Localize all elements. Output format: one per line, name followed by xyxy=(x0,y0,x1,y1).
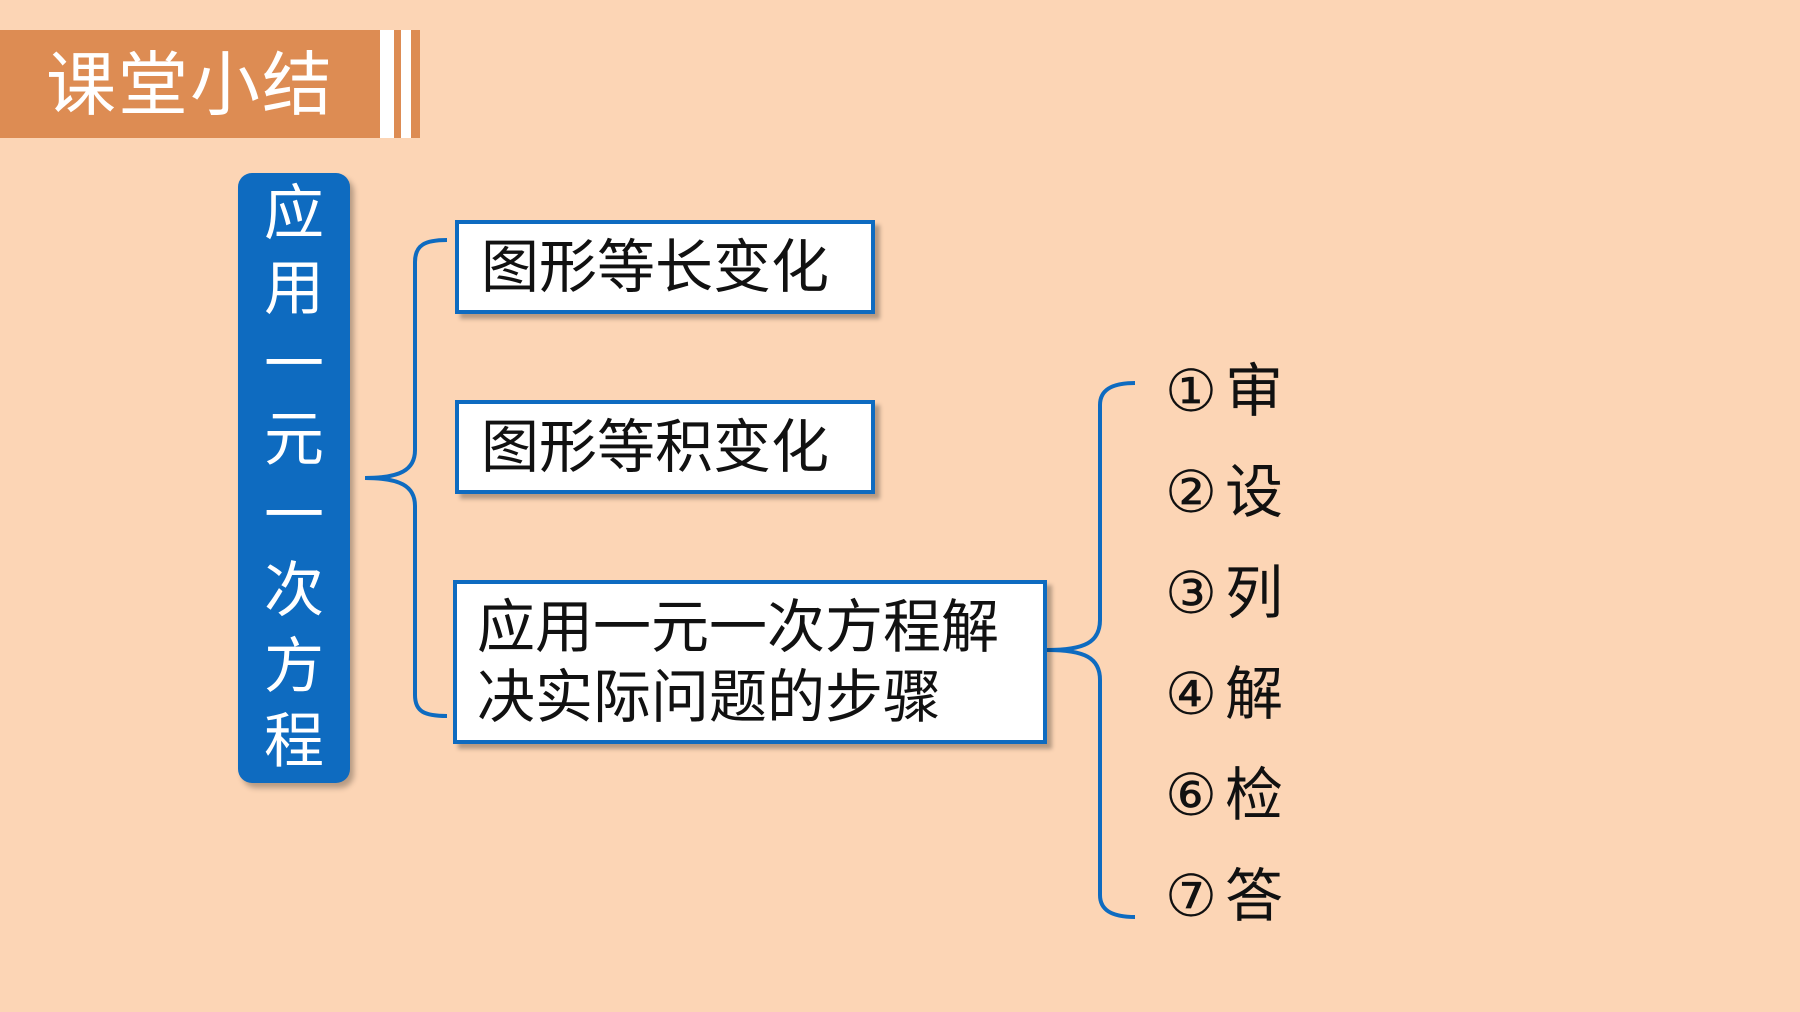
branch-line: 决实际问题的步骤 xyxy=(477,663,942,731)
left-brace-lower xyxy=(364,476,448,718)
page-title: 课堂小结 xyxy=(46,44,334,126)
main-topic-char: 一 xyxy=(264,480,324,551)
step-number: ② xyxy=(1165,458,1217,526)
branch-length-change: 图形等长变化 xyxy=(455,220,875,314)
main-topic-char: 程 xyxy=(264,706,324,777)
main-topic-text: 应 用 一 元 一 次 方 程 xyxy=(238,183,350,773)
step-label: 设 xyxy=(1225,458,1284,526)
step-number: ⑦ xyxy=(1165,862,1217,930)
step-number: ④ xyxy=(1165,660,1217,728)
left-brace xyxy=(364,238,448,480)
main-topic-char: 用 xyxy=(264,254,324,325)
main-topic-char: 方 xyxy=(264,631,324,702)
step-label: 解 xyxy=(1225,660,1284,728)
branch-area-change: 图形等积变化 xyxy=(455,400,875,494)
header-stripe xyxy=(411,30,420,138)
step-label: 检 xyxy=(1225,761,1284,829)
step-number: ⑥ xyxy=(1165,761,1217,829)
main-topic-char: 一 xyxy=(264,329,324,400)
header-bar xyxy=(0,30,380,138)
branch-solving-steps: 应用一元一次方程解 决实际问题的步骤 xyxy=(453,580,1047,744)
main-topic-char: 应 xyxy=(264,179,324,249)
header-stripe xyxy=(401,30,411,138)
main-topic-box xyxy=(238,173,350,783)
right-brace-lower xyxy=(1046,648,1136,919)
branch-line: 应用一元一次方程解 xyxy=(477,593,1000,661)
right-brace-upper xyxy=(1046,381,1136,652)
main-topic-char: 元 xyxy=(264,405,324,476)
header-stripe xyxy=(380,30,394,138)
step-number: ① xyxy=(1165,357,1217,425)
step-number: ③ xyxy=(1165,559,1217,627)
step-label: 列 xyxy=(1225,559,1284,627)
step-label: 答 xyxy=(1225,862,1284,930)
main-topic-char: 次 xyxy=(264,556,324,627)
step-label: 审 xyxy=(1225,357,1284,425)
header-stripe xyxy=(394,30,401,138)
